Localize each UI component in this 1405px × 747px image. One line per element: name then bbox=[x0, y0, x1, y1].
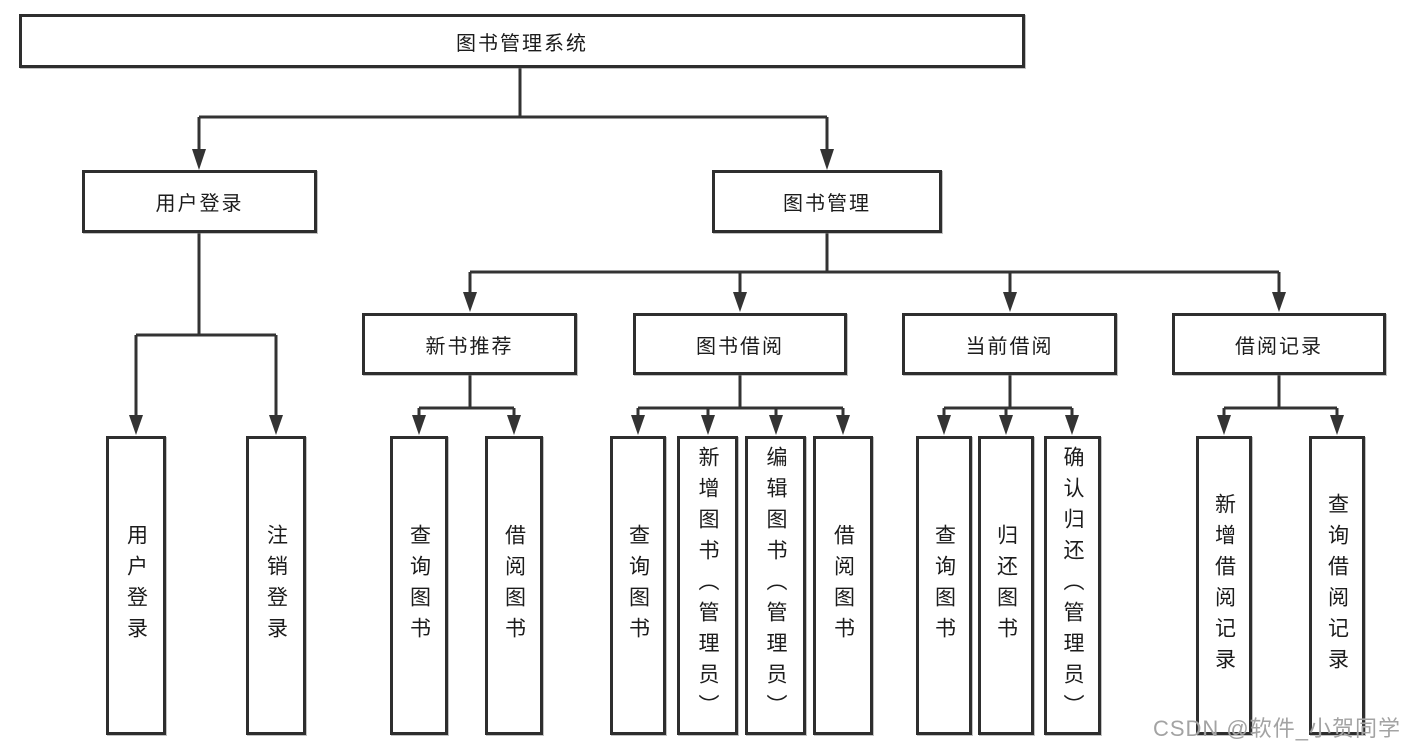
leaf-query-borrow-record: 查询借阅记录 bbox=[1309, 436, 1365, 735]
arrowhead bbox=[1003, 292, 1017, 312]
arrowhead bbox=[1330, 415, 1344, 435]
node-label: 借阅图书 bbox=[502, 523, 526, 648]
node-current-borrow: 当前借阅 bbox=[902, 313, 1117, 375]
arrowhead bbox=[507, 415, 521, 435]
connector-current-borrow-group bbox=[942, 375, 1074, 417]
node-label: 归还图书 bbox=[994, 523, 1018, 648]
node-book-borrow: 图书借阅 bbox=[633, 313, 847, 375]
arrowhead bbox=[412, 415, 426, 435]
arrowhead bbox=[463, 292, 477, 312]
arrowhead bbox=[269, 415, 283, 435]
leaf-query-books-current: 查询图书 bbox=[916, 436, 972, 735]
node-label: 新增借阅记录 bbox=[1212, 492, 1236, 679]
leaf-query-books-borrow: 查询图书 bbox=[610, 436, 666, 735]
node-label: 图书借阅 bbox=[696, 335, 784, 358]
arrowhead bbox=[769, 415, 783, 435]
node-label: 当前借阅 bbox=[965, 335, 1054, 358]
leaf-add-book-admin: 新增图书（管理员） bbox=[677, 436, 738, 735]
node-label: 借阅记录 bbox=[1235, 335, 1323, 358]
leaf-borrow-books: 借阅图书 bbox=[813, 436, 873, 735]
leaf-confirm-return-admin: 确认归还（管理员） bbox=[1044, 436, 1101, 735]
arrowhead bbox=[820, 149, 834, 170]
node-label: 查询图书 bbox=[932, 523, 956, 648]
node-label: 新增图书（管理员） bbox=[696, 446, 719, 725]
arrowhead bbox=[937, 415, 951, 435]
node-label: 借阅图书 bbox=[831, 523, 855, 648]
node-root-system: 图书管理系统 bbox=[19, 14, 1025, 68]
arrowhead bbox=[733, 292, 747, 312]
arrowhead bbox=[192, 149, 206, 170]
node-label: 图书管理系统 bbox=[456, 32, 588, 55]
leaf-add-borrow-record: 新增借阅记录 bbox=[1196, 436, 1252, 735]
connector-user-login-group bbox=[134, 233, 278, 417]
connector-root-to-level2 bbox=[197, 68, 829, 151]
node-label: 确认归还（管理员） bbox=[1061, 446, 1084, 725]
node-borrow-record: 借阅记录 bbox=[1172, 313, 1386, 375]
connector-book-borrow-group bbox=[636, 375, 845, 417]
arrowhead bbox=[701, 415, 715, 435]
arrowhead bbox=[1065, 415, 1079, 435]
leaf-logout: 注销登录 bbox=[246, 436, 306, 735]
leaf-return-book: 归还图书 bbox=[978, 436, 1034, 735]
arrowhead bbox=[836, 415, 850, 435]
node-label: 注销登录 bbox=[264, 523, 288, 648]
arrowhead bbox=[1272, 292, 1286, 312]
connector-book-management-group bbox=[468, 233, 1281, 294]
node-label: 编辑图书（管理员） bbox=[764, 446, 787, 725]
node-label: 查询图书 bbox=[407, 523, 431, 648]
connector-borrow-record-group bbox=[1222, 375, 1339, 417]
arrowhead bbox=[129, 415, 143, 435]
leaf-query-books-recommend: 查询图书 bbox=[390, 436, 448, 735]
node-label: 查询图书 bbox=[626, 523, 650, 648]
leaf-edit-book-admin: 编辑图书（管理员） bbox=[745, 436, 806, 735]
node-label: 用户登录 bbox=[124, 523, 148, 648]
csdn-watermark: CSDN @软件_小贺同学 bbox=[1152, 716, 1401, 741]
node-label: 图书管理 bbox=[783, 193, 871, 215]
arrowhead bbox=[1217, 415, 1231, 435]
arrowhead bbox=[631, 415, 645, 435]
arrowhead bbox=[999, 415, 1013, 435]
connector-new-book-group bbox=[417, 375, 516, 417]
node-user-login-branch: 用户登录 bbox=[82, 170, 317, 233]
node-label: 用户登录 bbox=[155, 193, 244, 215]
node-new-book-recommend: 新书推荐 bbox=[362, 313, 577, 375]
node-label: 新书推荐 bbox=[425, 335, 514, 358]
node-book-management-branch: 图书管理 bbox=[712, 170, 942, 233]
node-label: 查询借阅记录 bbox=[1325, 492, 1349, 679]
leaf-user-login: 用户登录 bbox=[106, 436, 166, 735]
leaf-borrow-books-recommend: 借阅图书 bbox=[485, 436, 543, 735]
